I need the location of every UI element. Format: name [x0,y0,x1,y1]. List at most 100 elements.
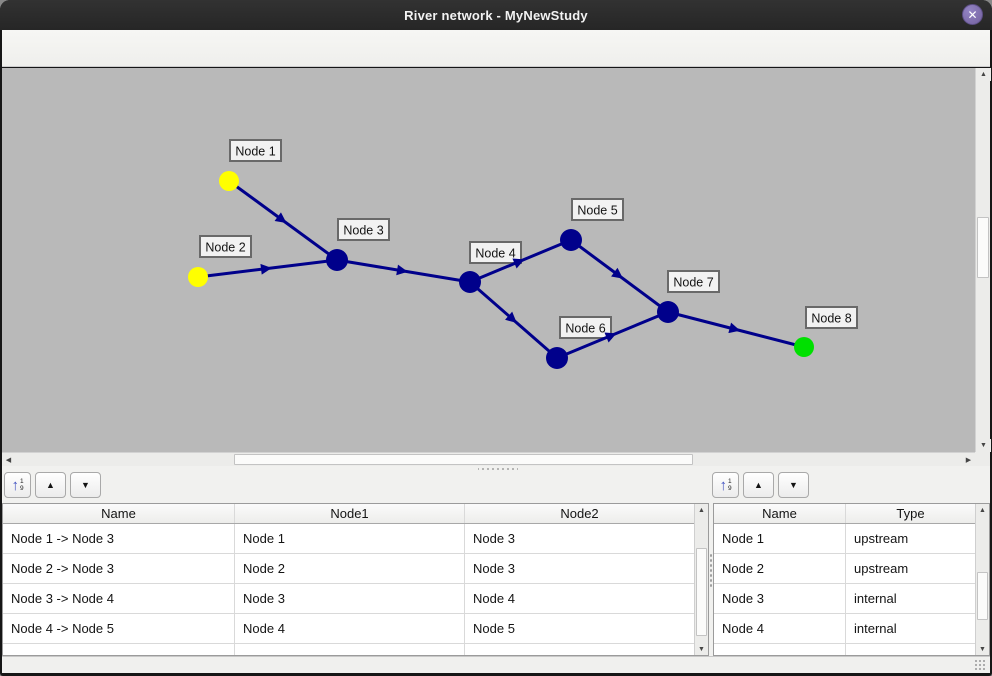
table-cell[interactable]: Node 3 -> Node 4 [3,584,235,613]
scroll-thumb[interactable] [977,572,988,620]
table-row[interactable] [714,644,989,655]
titlebar[interactable]: River network - MyNewStudy ✕ [0,0,992,30]
river-node[interactable] [459,271,481,293]
table-cell[interactable]: Node 3 [714,584,846,613]
table-cell[interactable]: Node 4 [235,614,465,643]
nodes-move-up-button[interactable]: ▲ [743,472,774,498]
scroll-up-button[interactable]: ▲ [695,504,708,516]
column-header[interactable]: Name [3,504,235,523]
window-title: River network - MyNewStudy [404,7,588,23]
table-cell[interactable]: Node 3 [465,524,695,553]
close-icon: ✕ [967,7,978,22]
scroll-down-button[interactable]: ▼ [976,439,991,452]
table-cell[interactable] [3,644,235,655]
table-cell[interactable]: upstream [846,554,976,583]
table-row[interactable] [3,644,708,655]
river-edge[interactable] [469,280,558,360]
river-edge[interactable] [556,310,669,360]
right-arrow-icon: ▶ [965,457,972,464]
nodes-sort-button[interactable]: ↑ 1 9 [712,472,739,498]
table-cell[interactable]: Node 2 -> Node 3 [3,554,235,583]
table-cell[interactable]: Node 4 [465,584,695,613]
triangle-up-icon: ▲ [754,480,763,490]
river-node[interactable] [219,171,239,191]
table-cell[interactable] [465,644,695,655]
canvas-vertical-scrollbar[interactable]: ▲ ▼ [975,68,991,452]
table-cell[interactable]: Node 1 -> Node 3 [3,524,235,553]
table-cell[interactable]: Node 2 [714,554,846,583]
table-cell[interactable]: Node 2 [235,554,465,583]
table-cell[interactable]: internal [846,584,976,613]
panel-splitter-handle[interactable] [478,467,518,471]
river-node[interactable] [326,249,348,271]
triangle-down-icon: ▼ [789,480,798,490]
table-cell[interactable]: Node 1 [235,524,465,553]
table-cell[interactable]: Node 5 [465,614,695,643]
river-edge[interactable] [570,238,669,314]
tables-splitter-handle[interactable] [709,553,713,587]
horizontal-scroll-thumb[interactable] [234,454,693,465]
river-edge[interactable] [667,310,805,349]
river-node[interactable] [188,267,208,287]
river-edge[interactable] [469,238,572,284]
river-node[interactable] [546,347,568,369]
river-edge[interactable] [228,179,338,262]
table-cell[interactable]: Node 4 -> Node 5 [3,614,235,643]
resize-grip[interactable] [974,659,987,671]
close-button[interactable]: ✕ [962,4,983,25]
branches-move-down-button[interactable]: ▼ [70,472,101,498]
column-header[interactable]: Node1 [235,504,465,523]
table-cell[interactable]: Node 4 [714,614,846,643]
nodes-table-scrollbar[interactable]: ▲ ▼ [975,504,989,655]
node-label: Node 6 [559,316,612,339]
left-arrow-icon: ◀ [5,457,12,464]
nodes-move-down-button[interactable]: ▼ [778,472,809,498]
table-cell[interactable] [235,644,465,655]
table-cell[interactable]: internal [846,614,976,643]
river-node[interactable] [560,229,582,251]
column-header[interactable]: Name [714,504,846,523]
table-cell[interactable]: upstream [846,524,976,553]
table-cell[interactable] [846,644,976,655]
vertical-scroll-thumb[interactable] [977,217,989,278]
table-cell[interactable]: Node 3 [235,584,465,613]
branches-move-up-button[interactable]: ▲ [35,472,66,498]
sort-ascending-icon: ↑ 1 9 [11,476,24,494]
branches-sort-button[interactable]: ↑ 1 9 [4,472,31,498]
scroll-thumb[interactable] [696,548,707,636]
svg-text:Node 8: Node 8 [811,312,851,326]
scroll-right-button[interactable]: ▶ [962,453,975,467]
column-header[interactable]: Node2 [465,504,695,523]
canvas-horizontal-scrollbar[interactable]: ◀ ▶ [2,452,975,467]
river-edge[interactable] [197,258,338,279]
table-cell[interactable]: Node 1 [714,524,846,553]
river-node[interactable] [794,337,814,357]
table-cell[interactable]: Node 3 [465,554,695,583]
scroll-up-button[interactable]: ▲ [976,504,989,516]
river-node[interactable] [657,301,679,323]
svg-text:Node 3: Node 3 [343,224,383,238]
scroll-left-button[interactable]: ◀ [2,453,15,467]
scroll-up-button[interactable]: ▲ [976,68,991,81]
scroll-down-button[interactable]: ▼ [695,643,708,655]
scroll-down-button[interactable]: ▼ [976,643,989,655]
column-header[interactable]: Type [846,504,976,523]
river-edge[interactable] [336,258,471,284]
status-bar [2,656,990,673]
table-cell[interactable] [714,644,846,655]
svg-text:Node 4: Node 4 [475,247,515,261]
branches-table-scrollbar[interactable]: ▲ ▼ [694,504,708,655]
